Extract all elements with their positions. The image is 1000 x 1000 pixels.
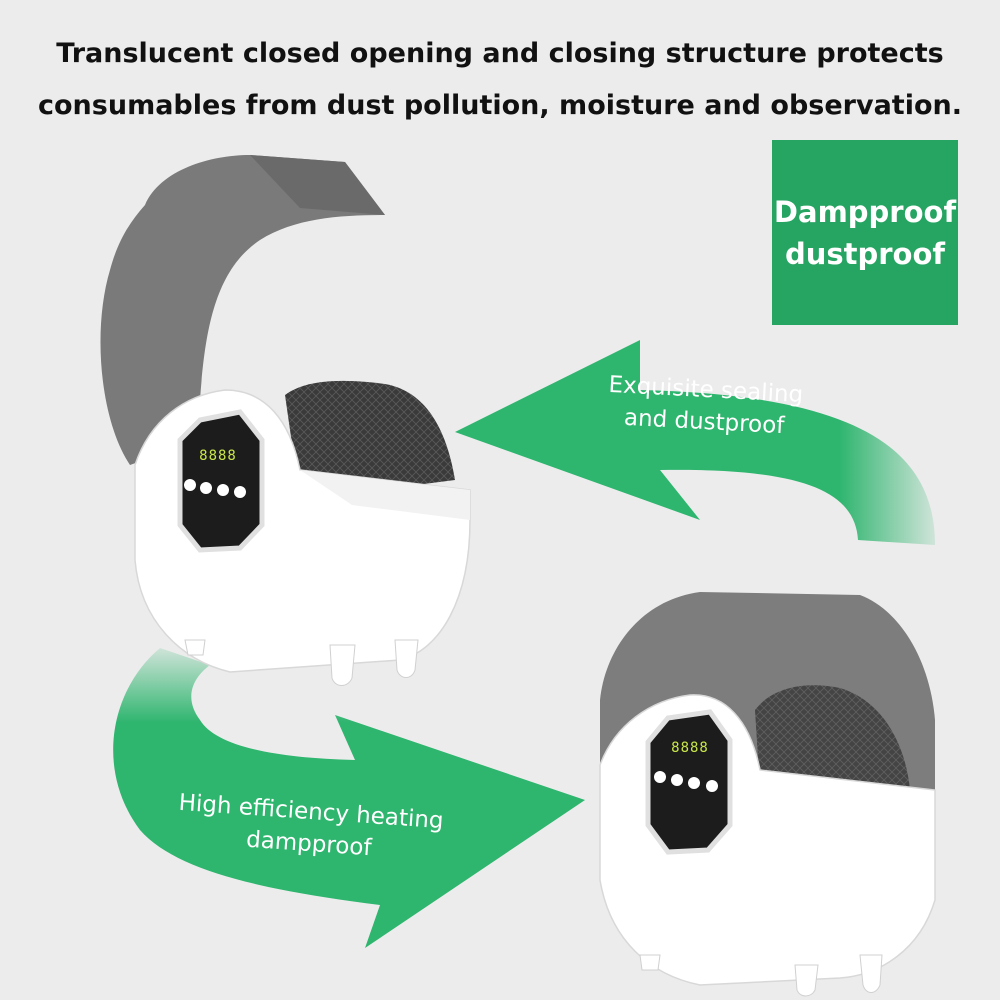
open-box-foot-left: [184, 639, 206, 656]
badge-line-2: dustproof: [784, 236, 946, 271]
bottom-arrow: [113, 648, 586, 948]
open-box-control-panel: [177, 409, 265, 553]
open-storage-box: 8888: [100, 155, 471, 686]
top-arrow-label: Exquisite sealing and dustproof: [583, 368, 826, 444]
open-box-interior: [285, 380, 455, 500]
closed-box-foot-left: [639, 954, 661, 971]
open-box-foot-middle: [329, 644, 356, 686]
open-box-button-2: [200, 482, 212, 494]
open-box-lid: [100, 155, 386, 465]
closed-box-foot-middle: [794, 964, 819, 997]
open-box-foot-right: [394, 639, 419, 678]
closed-box-foot-right: [859, 954, 883, 993]
closed-box-button-3: [688, 777, 700, 789]
closed-box-button-2: [671, 774, 683, 786]
open-box-button-1: [184, 479, 196, 491]
feature-badge: Dampproof dustproof: [772, 140, 958, 325]
closed-box-button-1: [654, 771, 666, 783]
headline-line-2: consumables from dust pollution, moistur…: [38, 90, 962, 121]
closed-box-button-4: [706, 780, 718, 792]
closed-storage-box: 8888: [599, 592, 936, 997]
headline-line-1: Translucent closed opening and closing s…: [56, 38, 944, 69]
open-box-button-4: [234, 486, 246, 498]
top-arrow: [455, 340, 935, 545]
closed-box-interior: [755, 685, 910, 790]
closed-box-led-display: 8888: [671, 740, 709, 756]
open-box-led-display: 8888: [199, 448, 237, 464]
open-box-button-3: [217, 484, 229, 496]
headline: Translucent closed opening and closing s…: [0, 28, 1000, 132]
badge-line-1: Dampproof: [773, 194, 957, 229]
